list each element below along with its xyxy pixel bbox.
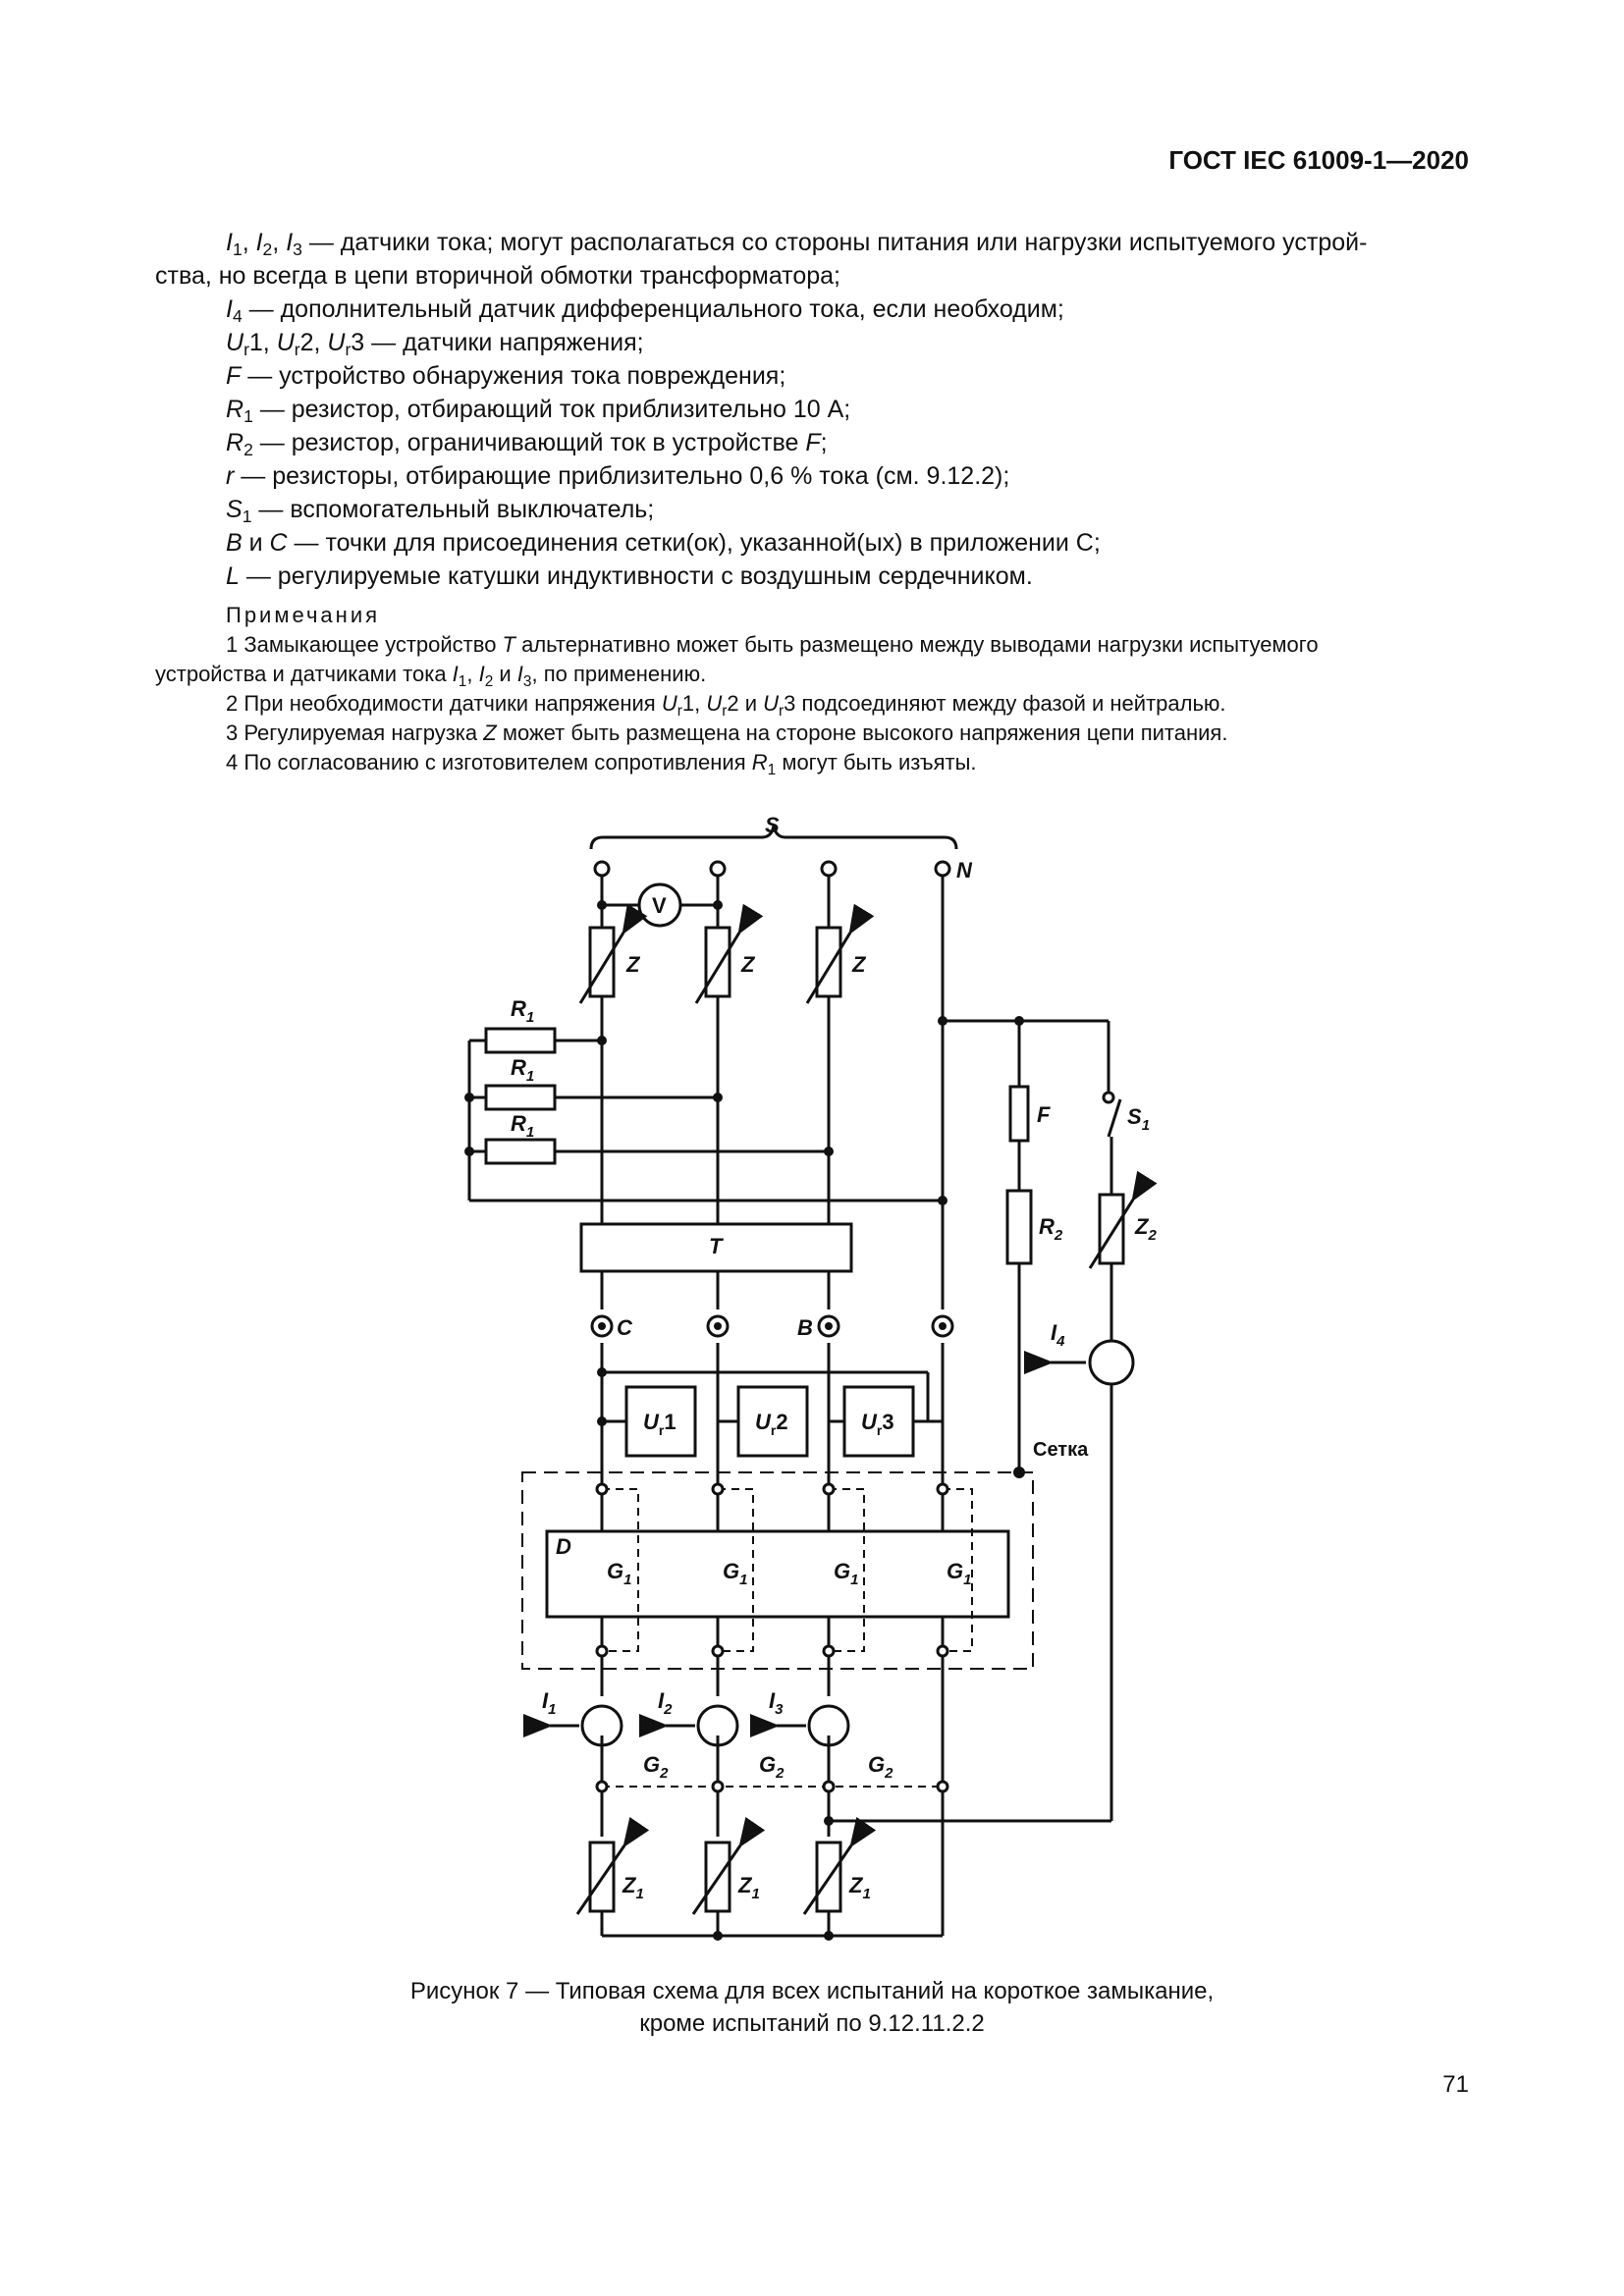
variable-load-z1-3: [815, 1841, 842, 1913]
legend-item-current-sensors: I1, I2, I3 — датчики тока; могут распола…: [226, 229, 1368, 259]
label-i2: I2: [658, 1688, 673, 1718]
closing-device-t: [579, 1222, 853, 1273]
device-under-test-dashed: [521, 1471, 1034, 1670]
resistor-r1-a: [484, 1027, 557, 1054]
legend-item-b-c: B и C — точки для присоединения сетки(ок…: [226, 529, 1101, 557]
note-1: 1 Замыкающее устройство T альтернативно …: [226, 632, 1319, 657]
variable-load-z-3: [815, 926, 842, 998]
current-sensor-i2: [696, 1704, 739, 1747]
label-d: D: [556, 1534, 571, 1559]
label-i3: I3: [769, 1688, 784, 1718]
label-z2: Z2: [1134, 1214, 1157, 1244]
supply-brace: [589, 825, 958, 850]
legend-list: I1, I2, I3 — датчики тока; могут распола…: [155, 226, 1471, 593]
resistor-r1-c: [484, 1138, 557, 1165]
current-sensor-i4: [1088, 1339, 1135, 1386]
notes-title: Примечания: [226, 603, 381, 627]
fault-detector-f: [1008, 1085, 1030, 1143]
legend-item-current-sensors-cont: ства, но всегда в цепи вторичной обмотки…: [155, 262, 840, 290]
resistor-r2: [1005, 1189, 1033, 1265]
label-r2: R2: [1039, 1214, 1063, 1244]
legend-item-r1: R1 — резистор, отбирающий ток приблизите…: [226, 396, 851, 426]
label-t: T: [709, 1234, 724, 1258]
voltage-sensor-ur2: [736, 1385, 809, 1458]
label-v: V: [652, 893, 667, 918]
label-r1-a: R1: [511, 996, 534, 1026]
label-ur2: Ur2: [755, 1410, 788, 1438]
label-g2-2: G2: [759, 1752, 785, 1782]
figure-caption: Рисунок 7 — Типовая схема для всех испыт…: [0, 1975, 1624, 2040]
variable-load-z-2: [704, 926, 731, 998]
legend-item-r: r — резисторы, отбирающие приблизительно…: [226, 462, 1010, 490]
label-z-3: Z: [851, 952, 867, 977]
label-n: N: [956, 858, 973, 882]
notes-section: Примечания 1 Замыкающее устройство T аль…: [155, 601, 1471, 777]
label-z1-1: Z1: [622, 1873, 644, 1902]
switch-s1: [1107, 1098, 1122, 1138]
label-g1-2: G1: [723, 1559, 747, 1588]
device-d: [545, 1529, 1010, 1619]
variable-load-z1-1: [588, 1841, 616, 1913]
resistor-r1-b: [484, 1084, 557, 1111]
label-g1-1: G1: [607, 1559, 631, 1588]
legend-item-voltage-sensors: Ur1, Ur2, Ur3 — датчики напряжения;: [226, 329, 644, 359]
caption-line-2: кроме испытаний по 9.12.11.2.2: [639, 2010, 985, 2037]
current-sensor-i3: [807, 1704, 850, 1747]
variable-load-z2: [1098, 1193, 1125, 1265]
label-b: B: [797, 1315, 813, 1340]
note-3: 3 Регулируемая нагрузка Z может быть раз…: [226, 721, 1228, 745]
label-z1-3: Z1: [848, 1873, 871, 1902]
label-i4: I4: [1051, 1320, 1065, 1350]
legend-item-l: L — регулируемые катушки индуктивности с…: [226, 562, 1033, 590]
note-4: 4 По согласованию с изготовителем сопрот…: [226, 750, 977, 778]
label-s: S: [765, 813, 780, 837]
label-ur1: Ur1: [643, 1410, 677, 1438]
current-sensor-i1: [580, 1704, 623, 1747]
page-number: 71: [1442, 2071, 1469, 2098]
label-s1: S1: [1127, 1104, 1150, 1134]
label-z-1: Z: [625, 952, 641, 977]
voltage-sensor-ur1: [624, 1385, 697, 1458]
note-2: 2 При необходимости датчики напряжения U…: [226, 691, 1226, 720]
legend-item-i4: I4 — дополнительный датчик дифференциаль…: [226, 295, 1064, 326]
label-r1-c: R1: [511, 1111, 534, 1141]
legend-item-f: F — устройство обнаружения тока поврежде…: [226, 362, 786, 390]
label-g2-1: G2: [643, 1752, 669, 1782]
label-z1-2: Z1: [737, 1873, 760, 1902]
label-c: C: [617, 1315, 633, 1340]
label-f: F: [1037, 1102, 1051, 1127]
label-g1-3: G1: [834, 1559, 858, 1588]
label-i1: I1: [542, 1688, 556, 1718]
variable-load-z1-2: [704, 1841, 731, 1913]
note-1-cont: устройства и датчиками тока I1, I2 и I3,…: [155, 662, 707, 690]
document-id: ГОСТ IEC 61009-1—2020: [1168, 145, 1469, 175]
label-ur3: Ur3: [861, 1410, 894, 1438]
label-g2-3: G2: [868, 1752, 893, 1782]
variable-load-z-1: [588, 926, 616, 998]
label-r1-b: R1: [511, 1055, 534, 1085]
caption-line-1: Рисунок 7 — Типовая схема для всех испыт…: [409, 1978, 1215, 2004]
legend-item-s1: S1 — вспомогательный выключатель;: [226, 496, 655, 526]
legend-item-r2: R2 — резистор, ограничивающий ток в устр…: [226, 429, 828, 459]
label-z-2: Z: [740, 952, 756, 977]
voltage-sensor-ur3: [842, 1385, 915, 1458]
label-grid: Сетка: [1033, 1439, 1089, 1461]
label-g1-4: G1: [947, 1559, 971, 1588]
